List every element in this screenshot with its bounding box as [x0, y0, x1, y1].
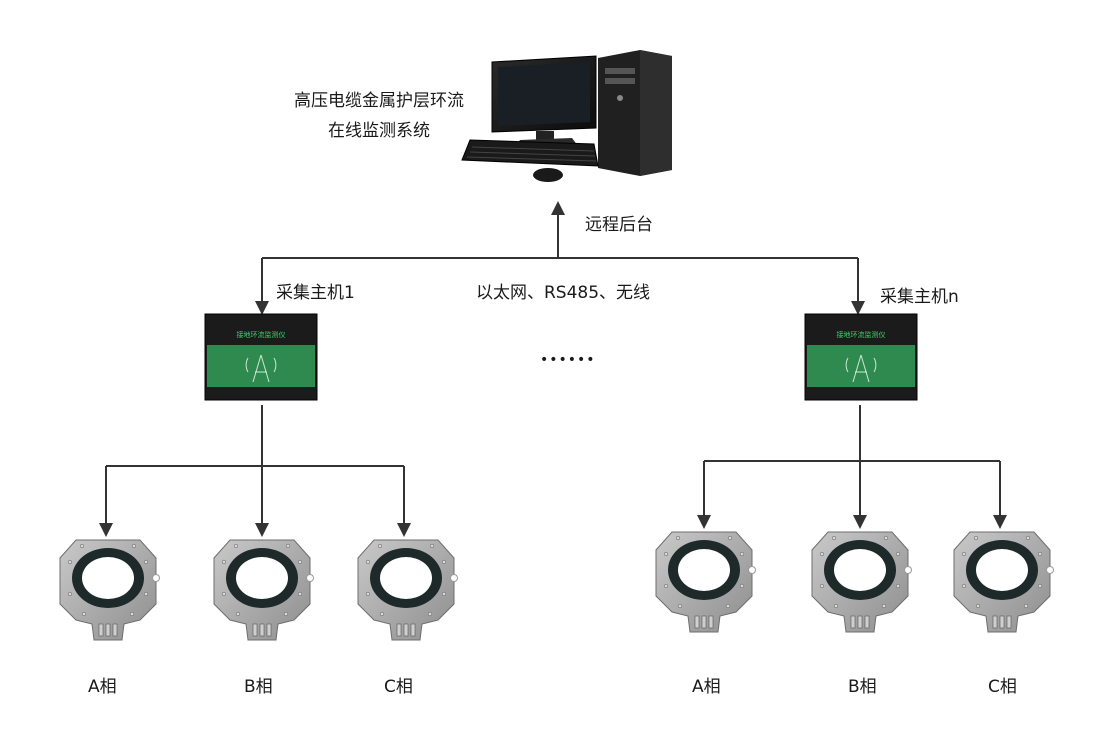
sensor-left-a [59, 539, 160, 641]
sensor-right-c-label: C相 [988, 677, 1017, 697]
backend-label: 远程后台 [585, 215, 653, 235]
collector-1-screen-text: 接地环流监测仪 [237, 330, 286, 339]
sensor-left-b-label: B相 [244, 677, 273, 697]
sensor-left-c-label: C相 [384, 677, 413, 697]
collector-n-screen-text: 接地环流监测仪 [837, 330, 886, 339]
network-label: 以太网、RS485、无线 [476, 283, 651, 303]
sensor-right-b [811, 531, 912, 633]
sensor-right-b-label: B相 [848, 677, 877, 697]
computer-icon [461, 50, 672, 182]
sensor-right-a [655, 531, 756, 633]
sensor-right-a-label: A相 [692, 677, 721, 697]
sensor-left-c [357, 539, 458, 641]
collector-n-label: 采集主机n [880, 287, 959, 307]
collector-device-n: 接地环流监测仪 [804, 313, 918, 401]
collector-1-label: 采集主机1 [276, 283, 355, 303]
system-title-line2: 在线监测系统 [328, 121, 430, 141]
sensor-right-c [953, 531, 1054, 633]
sensor-left-a-label: A相 [88, 677, 117, 697]
system-title-line1: 高压电缆金属护层环流 [294, 91, 464, 111]
collector-device-1: 接地环流监测仪 [204, 313, 318, 401]
connector-lines [99, 201, 1007, 537]
sensor-left-b [213, 539, 314, 641]
ellipsis: •••••• [540, 352, 596, 368]
